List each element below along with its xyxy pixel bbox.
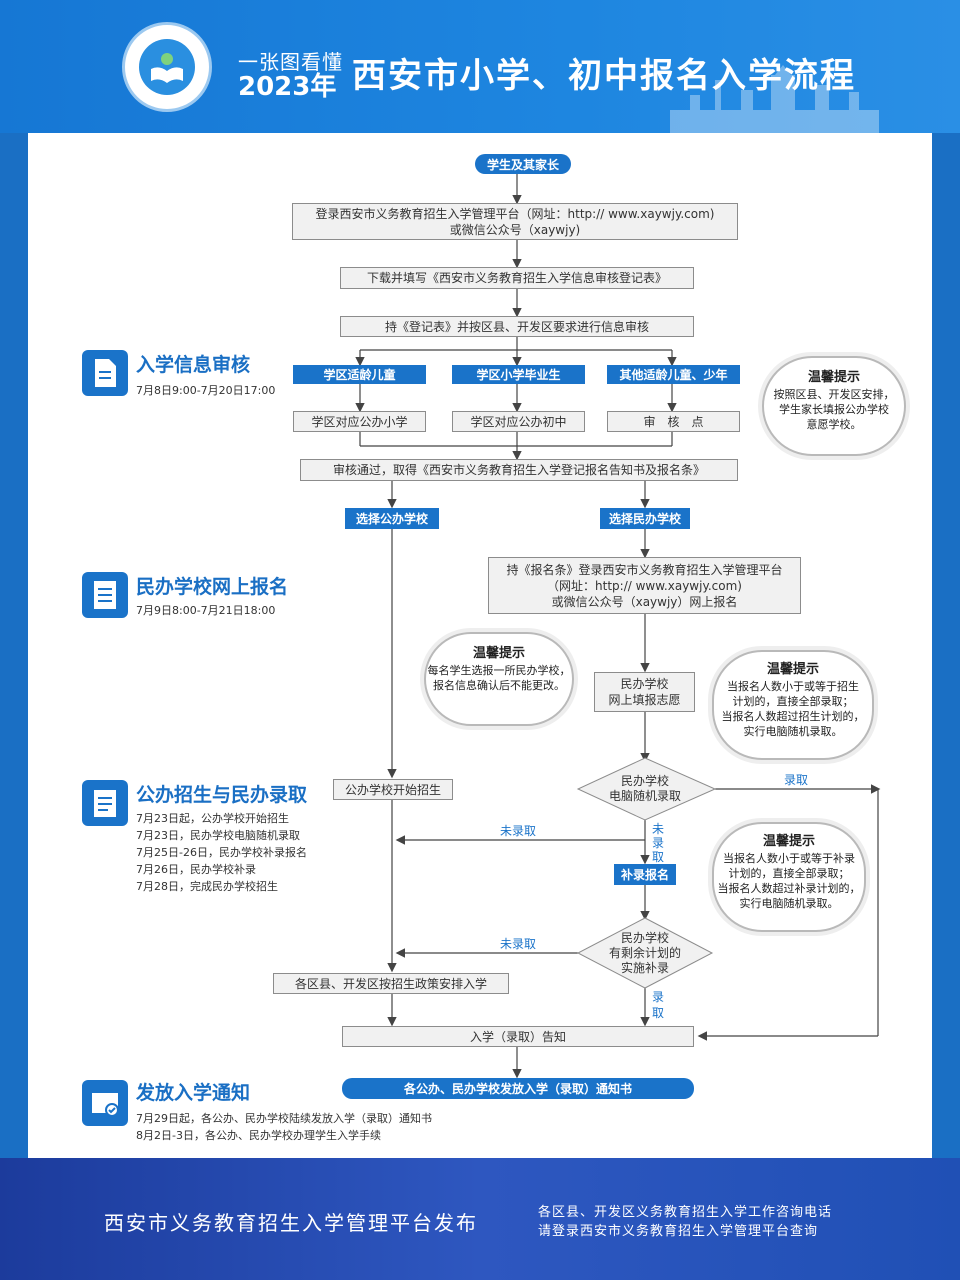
form-icon xyxy=(82,572,128,618)
na-char-3: 取 xyxy=(652,850,665,864)
na-char-1: 未 xyxy=(652,822,665,836)
tip2-line-2: 报名信息确认后不能更改。 xyxy=(433,679,565,692)
private-text-1: 7月9日8:00-7月21日18:00 xyxy=(136,604,276,617)
download-box: 下载并填写《西安市义务教育招生入学信息审核登记表》 xyxy=(340,267,694,289)
book-icon xyxy=(139,39,195,95)
category-school-age: 学区适龄儿童 xyxy=(293,365,426,384)
public-text-5: 7月28日，完成民办学校招生 xyxy=(136,880,278,893)
tip1-title: 温馨提示 xyxy=(807,370,860,385)
logo-icon xyxy=(122,22,212,112)
tip4-line-1: 当报名人数小于或等于补录 xyxy=(723,852,855,865)
tip4-line-4: 实行电脑随机录取。 xyxy=(739,897,839,910)
admitted-vertical: 录 取 xyxy=(652,989,666,1021)
section-text-review: 7月8日9:00-7月20日17:00 xyxy=(136,382,275,399)
public-text-4: 7月26日，民办学校补录 xyxy=(136,863,256,876)
ad-char-2: 取 xyxy=(652,1006,665,1020)
tip1-line-1: 按照区县、开发区安排， xyxy=(773,388,895,401)
not-admitted-label-2: 未录取 xyxy=(500,937,537,951)
notice-text-1: 7月29日起，各公办、民办学校陆续发放入学（录取）通知书 xyxy=(136,1112,432,1125)
private-fill-line-1: 民办学校 xyxy=(620,677,669,691)
private-login-box: 持《报名条》登录西安市义务教育招生入学管理平台 （网址：http:// www.… xyxy=(488,557,801,614)
not-admitted-label-1: 未录取 xyxy=(500,824,537,838)
review-text-1: 7月8日9:00-7月20日17:00 xyxy=(136,384,276,397)
notice-icon xyxy=(82,1080,128,1126)
tip-cloud-3: 温馨提示 当报名人数小于或等于招生 计划的，直接全部录取； 当报名人数超过招生计… xyxy=(712,650,874,760)
tip4-line-3: 当报名人数超过补录计划的， xyxy=(717,882,861,895)
notice-text-2: 8月2日-3日，各公办、民办学校办理学生入学手续 xyxy=(136,1129,381,1142)
footer-query: 请登录西安市义务教育招生入学管理平台查询 xyxy=(538,1224,819,1239)
skyline-illustration xyxy=(670,65,879,133)
public-text-3: 7月25日-26日，民办学校补录报名 xyxy=(136,846,307,859)
supplement-signup-tag: 补录报名 xyxy=(614,864,676,885)
document-icon xyxy=(82,350,128,396)
district-arrange-box: 各区县、开发区按招生政策安排入学 xyxy=(273,973,509,994)
login-line-2: 或微信公众号（xaywjy) xyxy=(449,222,581,237)
login-box: 登录西安市义务教育招生入学管理平台（网址：http:// www.xaywjy.… xyxy=(292,203,738,240)
section-title-notice: 发放入学通知 xyxy=(136,1082,251,1104)
private-fill-box: 民办学校 网上填报志愿 xyxy=(594,672,695,712)
private-login-line-3: 或微信公众号（xaywjy）网上报名 xyxy=(551,594,738,609)
tip3-line-3: 当报名人数超过招生计划的， xyxy=(721,710,865,723)
section-text-private: 7月9日8:00-7月21日18:00 xyxy=(136,602,275,619)
dest-middle: 学区对应公办初中 xyxy=(452,411,585,432)
admission-notice-box: 入学（录取）告知 xyxy=(342,1026,694,1047)
login-line-1: 登录西安市义务教育招生入学管理平台（网址：http:// www.xaywjy.… xyxy=(315,206,715,221)
review-box: 持《登记表》并按区县、开发区要求进行信息审核 xyxy=(340,316,694,337)
notebook-icon xyxy=(82,780,128,826)
tip2-title: 温馨提示 xyxy=(472,646,525,661)
tip-cloud-2: 温馨提示 每名学生选报一所民办学校， 报名信息确认后不能更改。 xyxy=(424,632,574,726)
header-year: 2023年 xyxy=(238,72,337,102)
tip-cloud-4: 温馨提示 当报名人数小于或等于补录 计划的，直接全部录取； 当报名人数超过补录计… xyxy=(712,822,866,932)
not-admitted-vertical: 未 录 取 xyxy=(652,822,666,864)
supplement-line-3: 实施补录 xyxy=(620,961,669,975)
tip3-line-2: 计划的，直接全部录取； xyxy=(732,695,854,708)
footer-banner xyxy=(0,1158,960,1280)
dest-review-point: 审 核 点 xyxy=(607,411,740,432)
tip4-title: 温馨提示 xyxy=(762,834,815,849)
na-char-2: 录 xyxy=(652,836,665,850)
tip4-line-2: 计划的，直接全部录取； xyxy=(728,867,850,880)
admitted-label-1: 录取 xyxy=(784,773,809,787)
section-text-public: 7月23日起，公办学校开始招生 7月23日，民办学校电脑随机录取 7月25日-2… xyxy=(136,810,307,895)
lottery-line-2: 电脑随机录取 xyxy=(608,789,681,803)
tip3-line-1: 当报名人数小于或等于招生 xyxy=(727,680,859,693)
start-node: 学生及其家长 xyxy=(475,154,571,174)
tip1-line-3: 意愿学校。 xyxy=(806,418,862,431)
tip1-line-2: 学生家长填报公办学校 xyxy=(779,403,889,416)
lottery-diamond xyxy=(576,757,717,821)
public-text-2: 7月23日，民办学校电脑随机录取 xyxy=(136,829,300,842)
tip2-line-1: 每名学生选报一所民办学校， xyxy=(427,664,571,677)
ad-char-1: 录 xyxy=(652,990,665,1004)
tip-cloud-1: 温馨提示 按照区县、开发区安排， 学生家长填报公办学校 意愿学校。 xyxy=(762,356,906,456)
category-others: 其他适龄儿童、少年 xyxy=(607,365,740,384)
lottery-label: 民办学校 电脑随机录取 xyxy=(590,774,700,804)
private-login-line-2: （网址：http:// www.xaywjy.com) xyxy=(547,578,742,593)
final-notice-pill: 各公办、民办学校发放入学（录取）通知书 xyxy=(342,1078,694,1099)
private-login-line-1: 持《报名条》登录西安市义务教育招生入学管理平台 xyxy=(506,562,783,577)
dest-primary: 学区对应公办小学 xyxy=(293,411,426,432)
section-text-notice: 7月29日起，各公办、民办学校陆续发放入学（录取）通知书 8月2日-3日，各公办… xyxy=(136,1110,432,1144)
tip3-line-4: 实行电脑随机录取。 xyxy=(743,725,843,738)
section-title-review: 入学信息审核 xyxy=(136,354,251,376)
approved-box: 审核通过，取得《西安市义务教育招生入学登记报名告知书及报名条》 xyxy=(300,459,738,481)
section-title-private: 民办学校网上报名 xyxy=(136,576,289,598)
tip3-title: 温馨提示 xyxy=(766,662,819,677)
section-title-public: 公办招生与民办录取 xyxy=(136,784,308,806)
supplement-label: 民办学校 有剩余计划的 实施补录 xyxy=(590,931,700,976)
lottery-line-1: 民办学校 xyxy=(620,774,669,788)
category-graduates: 学区小学毕业生 xyxy=(452,365,585,384)
page-title: 西安市小学、初中报名入学流程 xyxy=(352,56,856,96)
supplement-line-2: 有剩余计划的 xyxy=(608,946,681,960)
public-text-1: 7月23日起，公办学校开始招生 xyxy=(136,812,289,825)
public-start-box: 公办学校开始招生 xyxy=(333,779,453,800)
choose-public-tag: 选择公办学校 xyxy=(345,508,439,529)
private-fill-line-2: 网上填报志愿 xyxy=(608,693,681,707)
choose-private-tag: 选择民办学校 xyxy=(600,508,690,529)
supplement-diamond xyxy=(576,917,714,989)
footer-publisher: 西安市义务教育招生入学管理平台发布 xyxy=(104,1211,478,1235)
header-subtitle: 一张图看懂 xyxy=(238,50,343,74)
footer-hotline: 各区县、开发区义务教育招生入学工作咨询电话 xyxy=(538,1205,833,1220)
supplement-line-1: 民办学校 xyxy=(620,931,669,945)
